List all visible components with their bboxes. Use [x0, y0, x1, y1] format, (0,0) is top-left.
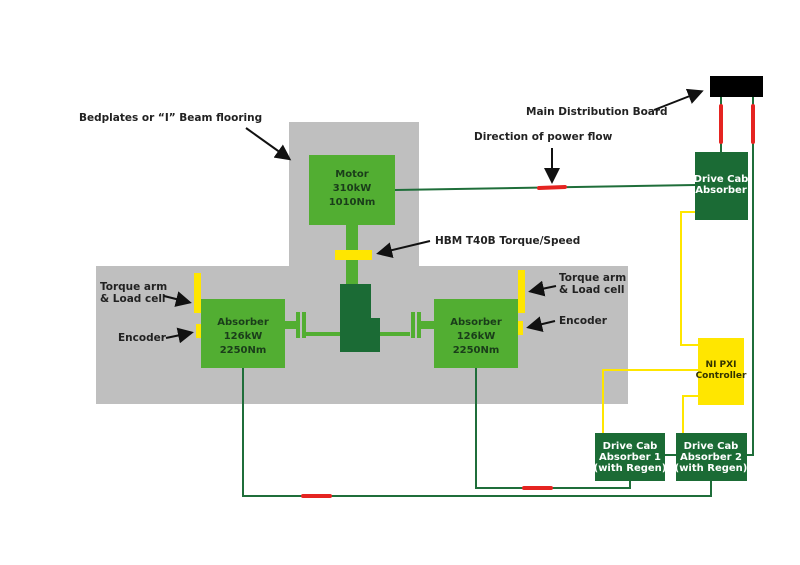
arrow-hbm: [376, 240, 431, 258]
encoder-left: [196, 324, 201, 338]
motor-power: 310kW: [333, 183, 372, 194]
drive-cab-absorber: Drive Cab Absorber: [694, 152, 749, 220]
signal-pxi-to-drivecab1: [602, 369, 698, 433]
wire-board-to-drivecab2: [747, 97, 754, 456]
drive-cab-2-line3: (with Regen): [675, 463, 748, 474]
label-torque-arm-right-1: Torque arm: [559, 272, 626, 284]
torque-arm-left: [194, 273, 201, 313]
motor-torque: 1010Nm: [329, 197, 376, 208]
encoder-right: [518, 321, 523, 335]
arrow-torque-arm-left: [163, 291, 192, 307]
left-coupling: [284, 312, 340, 338]
absorber-left-name: Absorber: [217, 317, 269, 328]
wire-left-absorber: [242, 368, 712, 497]
arrow-bedplates: [245, 127, 292, 161]
drive-cab-absorber-2: Drive Cab Absorber 2 (with Regen): [675, 433, 748, 481]
signal-drivecab-to-pxi: [680, 211, 698, 346]
ni-pxi-controller: NI PXI Controller: [696, 338, 747, 405]
drive-cab-1-line2: Absorber 1: [599, 452, 661, 463]
motor: Motor 310kW 1010Nm: [309, 155, 395, 225]
ni-pxi-line2: Controller: [696, 371, 747, 381]
label-torque-arm-right-2: & Load cell: [559, 284, 625, 296]
absorber-left: Absorber 126kW 2250Nm: [201, 299, 285, 368]
label-encoder-right: Encoder: [559, 315, 608, 327]
label-torque-arm-left-2: & Load cell: [100, 293, 166, 305]
arrow-encoder-left: [165, 327, 194, 344]
absorber-right: Absorber 126kW 2250Nm: [434, 299, 518, 368]
drive-cab-1-line3: (with Regen): [594, 463, 667, 474]
drive-cab-2-line1: Drive Cab: [684, 441, 739, 452]
label-torque-arm-left-1: Torque arm: [100, 281, 167, 293]
arrow-encoder-right: [526, 316, 556, 332]
power-flow-motor: [537, 185, 567, 190]
label-encoder-left: Encoder: [118, 332, 167, 344]
drive-cab-absorber-1: Drive Cab Absorber 1 (with Regen): [594, 433, 667, 481]
hbm-torque-sensor: [335, 250, 372, 260]
absorber-left-torque: 2250Nm: [220, 345, 267, 356]
label-main-board: Main Distribution Board: [526, 106, 668, 118]
gearbox: [340, 284, 380, 352]
absorber-right-torque: 2250Nm: [453, 345, 500, 356]
main-distribution-board: [710, 76, 763, 97]
motor-name: Motor: [335, 169, 368, 180]
signal-pxi-to-drivecab2: [682, 395, 698, 433]
drive-cab-1-line1: Drive Cab: [603, 441, 658, 452]
arrow-main-board: [653, 88, 704, 111]
signal-wires: [602, 211, 698, 433]
drive-cab-2-line2: Absorber 2: [680, 452, 742, 463]
torque-arm-right: [518, 270, 525, 313]
ni-pxi-line1: NI PXI: [706, 360, 737, 370]
label-bedplates: Bedplates or “I” Beam flooring: [79, 112, 262, 124]
label-hbm: HBM T40B Torque/Speed: [435, 235, 580, 247]
absorber-left-power: 126kW: [224, 331, 263, 342]
drive-cab-absorber-line2: Absorber: [695, 185, 747, 196]
right-coupling: [380, 312, 435, 338]
absorber-right-name: Absorber: [450, 317, 502, 328]
absorber-right-power: 126kW: [457, 331, 496, 342]
power-flow-indicators: [301, 104, 755, 498]
drive-cab-absorber-line1: Drive Cab: [694, 174, 749, 185]
label-power-flow: Direction of power flow: [474, 131, 613, 143]
arrow-torque-arm-right: [528, 280, 557, 297]
